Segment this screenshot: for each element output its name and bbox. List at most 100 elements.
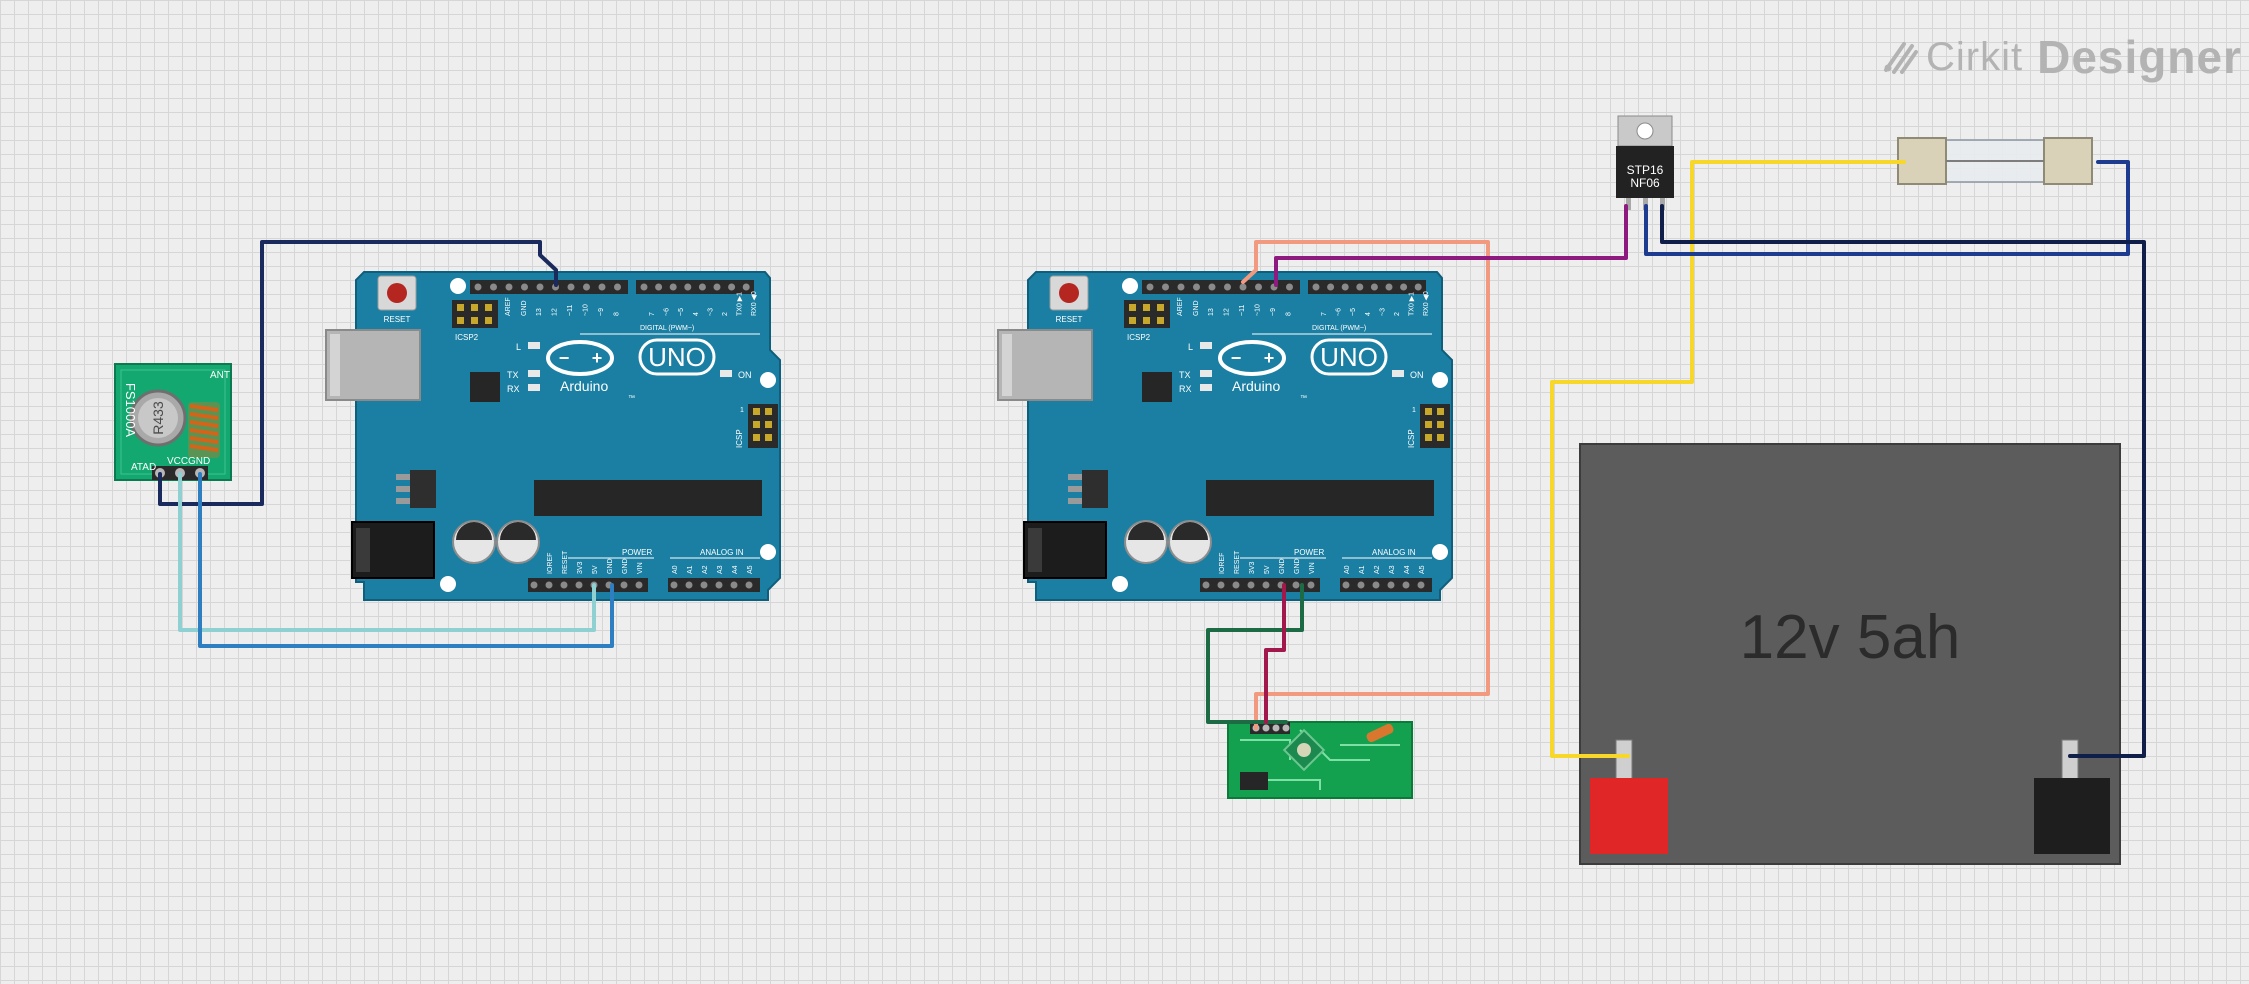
power-pin-label: 3V3 <box>577 561 584 574</box>
analog-pin <box>685 581 693 589</box>
wire-rx-gnd[interactable] <box>1206 583 1304 724</box>
wire-gnd-to-gnd[interactable] <box>198 472 614 648</box>
digital-pin <box>684 283 692 291</box>
digital-pin <box>1312 283 1320 291</box>
analog-pin <box>1357 581 1365 589</box>
atmega-chip <box>1206 480 1434 516</box>
digital-pin-label: 13 <box>536 308 543 316</box>
wire-mosfet-drain-to-battery-neg[interactable] <box>1660 204 2146 758</box>
antenna-coil <box>188 402 220 458</box>
battery-body <box>1579 443 2121 865</box>
mosfet-stp16nf06[interactable]: STP16 NF06 <box>1616 115 1674 210</box>
digital-pin <box>742 283 750 291</box>
power-pin-label: GND <box>622 558 629 574</box>
led-l <box>528 342 540 349</box>
digital-pin <box>1193 283 1200 291</box>
digital-pwm-label: DIGITAL (PWM~) <box>1312 325 1366 332</box>
wire-rx-data-to-pin11[interactable] <box>1241 240 1490 730</box>
digital-pin <box>536 283 544 291</box>
arduino-pcb <box>1027 271 1453 601</box>
analog-pin-label: A2 <box>1374 565 1381 574</box>
digital-pin <box>614 283 621 291</box>
power-pin <box>1217 581 1225 589</box>
wire-fuse-to-mosfet-source[interactable] <box>1644 160 2130 256</box>
led-rx <box>528 384 540 391</box>
wire-pin9-to-mosfet-gate[interactable] <box>1274 204 1628 287</box>
logo-plus: + <box>592 348 603 368</box>
power-pin-label: IOREF <box>547 553 554 574</box>
analog-pin-label: A5 <box>1419 565 1426 574</box>
digital-header-right <box>1308 280 1426 294</box>
rf-receiver-module[interactable] <box>1227 721 1413 799</box>
icsp-pin <box>753 434 760 441</box>
digital-pin-label: 12 <box>1224 308 1231 316</box>
icsp-header <box>748 404 778 448</box>
digital-pin <box>1146 283 1154 291</box>
power-pin <box>560 581 568 589</box>
rf-receiver-ic <box>1240 772 1268 790</box>
power-pin-label: 5V <box>592 565 599 574</box>
mounting-hole <box>1112 576 1128 592</box>
digital-pin <box>1239 283 1247 291</box>
power-pin <box>530 581 538 589</box>
digital-pin-label: 2 <box>1394 312 1401 316</box>
rf-pin-gnd: GND <box>188 456 210 467</box>
aref-label: AREF <box>1177 297 1184 316</box>
digital-pin-label: 7 <box>1321 312 1328 316</box>
digital-header-right <box>636 280 754 294</box>
led-on-label: ON <box>1410 370 1424 380</box>
power-pin-label: GND <box>1294 558 1301 574</box>
regulator-pin <box>396 498 410 504</box>
analog-pin-label: A3 <box>1389 565 1396 574</box>
digital-pwm-label: DIGITAL (PWM~) <box>640 325 694 332</box>
icsp-pin <box>1437 408 1444 415</box>
capacitor-stripe <box>500 522 536 540</box>
icsp2-pin <box>1129 317 1136 324</box>
usb-chip <box>470 372 500 402</box>
power-pin <box>1247 581 1255 589</box>
arduino-infinity-icon <box>546 340 614 376</box>
power-pin <box>1262 581 1270 589</box>
digital-pin-label: ~5 <box>678 308 685 316</box>
digital-pin <box>1341 283 1349 291</box>
cirkit-designer-logo: Cirkit Designer <box>1882 30 2242 84</box>
usb-b-port <box>997 329 1093 401</box>
digital-header-left <box>1142 280 1300 294</box>
digital-pin-label: RX0 ◀0 <box>751 291 758 316</box>
power-pin <box>575 581 583 589</box>
wire-vcc-to-5v[interactable] <box>178 472 596 632</box>
wire-rx-vcc[interactable] <box>1264 583 1286 724</box>
power-header <box>1200 578 1320 592</box>
wire-data-to-pin12[interactable] <box>158 240 558 506</box>
regulator-pin <box>1068 498 1082 504</box>
battery-12v[interactable]: 12v 5ah <box>1579 443 2121 865</box>
digital-pin-label: ~3 <box>1379 308 1386 316</box>
digital-pin-label: 2 <box>722 312 729 316</box>
glass-fuse[interactable] <box>1897 137 2093 185</box>
rf-ant-label: ANT <box>210 370 230 381</box>
usb-port-highlight <box>1002 334 1012 396</box>
analog-pin <box>745 581 753 589</box>
digital-pin-label: ~10 <box>1255 304 1262 316</box>
analog-pin <box>730 581 738 589</box>
rf-model-label: FS1000A <box>123 383 138 438</box>
digital-pin-label: 4 <box>1365 312 1372 316</box>
wire-battery-pos-to-fuse[interactable] <box>1550 160 1906 758</box>
mosfet-hole <box>1636 122 1654 140</box>
icsp2-pin <box>1129 304 1136 311</box>
reset-button-cap <box>1059 283 1079 303</box>
digital-pin <box>1286 283 1293 291</box>
rf-transmitter-module[interactable]: R433 FS1000A ANT ATAD VCC GND <box>114 363 232 481</box>
led-rx <box>1200 384 1212 391</box>
icsp2-pin <box>485 317 492 324</box>
icsp-header <box>1420 404 1450 448</box>
icsp2-pin <box>1143 304 1150 311</box>
mosfet-label-2: NF06 <box>1630 176 1660 190</box>
power-header <box>528 578 648 592</box>
digital-pin <box>1162 283 1169 291</box>
power-pin-label: 3V3 <box>1249 561 1256 574</box>
power-pin-label: GND <box>1279 558 1286 574</box>
